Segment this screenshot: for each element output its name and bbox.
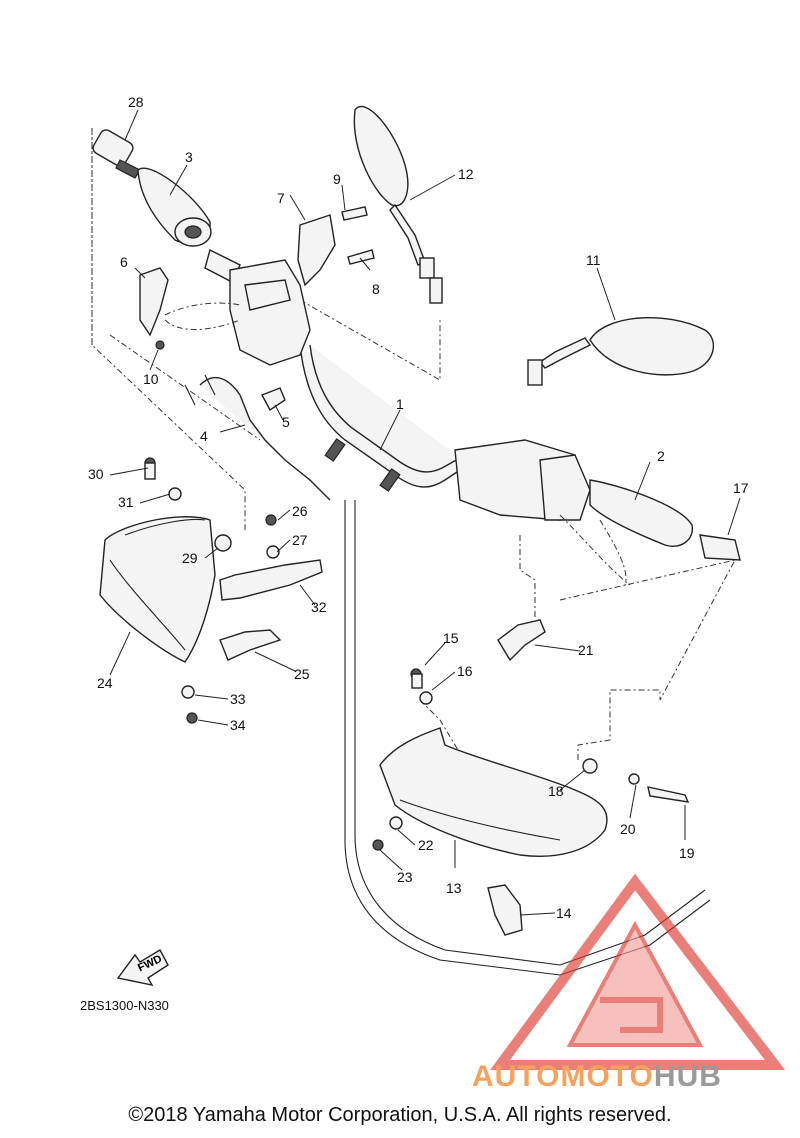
callout-17: 17 xyxy=(733,480,749,496)
diagram-code: 2BS1300-N330 xyxy=(80,998,169,1013)
hand-guard-right xyxy=(372,619,690,936)
right-mirror xyxy=(527,316,715,386)
left-lever-assembly xyxy=(164,259,311,366)
callout-30: 30 xyxy=(88,466,104,482)
clamp-and-bolts xyxy=(297,206,375,287)
callout-15: 15 xyxy=(443,630,459,646)
callout-5: 5 xyxy=(282,414,290,430)
callout-25: 25 xyxy=(294,666,310,682)
callout-numbers: 28 3 6 7 9 8 12 11 10 1 5 4 2 17 30 31 2… xyxy=(88,94,749,921)
callout-9: 9 xyxy=(333,171,341,187)
brand-part-2: HUB xyxy=(653,1060,722,1093)
callout-13: 13 xyxy=(446,880,462,896)
callout-16: 16 xyxy=(457,663,473,679)
handlebar xyxy=(299,344,461,492)
callout-28: 28 xyxy=(128,94,144,110)
callout-31: 31 xyxy=(118,494,134,510)
left-mirror xyxy=(353,105,443,304)
watermark-brand: AUTOMOTOHUB xyxy=(472,1060,722,1094)
callout-33: 33 xyxy=(230,691,246,707)
callout-23: 23 xyxy=(397,869,413,885)
callout-6: 6 xyxy=(120,254,128,270)
callout-1: 1 xyxy=(396,396,404,412)
copyright-notice: ©2018 Yamaha Motor Corporation, U.S.A. A… xyxy=(128,1104,672,1126)
callout-24: 24 xyxy=(97,675,113,691)
callout-26: 26 xyxy=(292,503,308,519)
callout-11: 11 xyxy=(586,252,601,268)
hand-guard-left xyxy=(99,457,323,724)
callout-32: 32 xyxy=(311,599,327,615)
throttle-cable xyxy=(184,374,711,976)
callout-12: 12 xyxy=(458,166,474,182)
callout-3: 3 xyxy=(185,149,193,165)
fwd-arrow-icon: FWD xyxy=(116,949,169,986)
callout-2: 2 xyxy=(657,448,665,464)
callout-10: 10 xyxy=(143,371,159,387)
callout-18: 18 xyxy=(548,783,564,799)
callout-27: 27 xyxy=(292,532,308,548)
guide-lines xyxy=(91,128,736,831)
callout-19: 19 xyxy=(679,845,695,861)
brand-part-1: AUTOMOTO xyxy=(472,1060,654,1093)
leader-lines xyxy=(109,109,741,916)
callout-20: 20 xyxy=(620,821,636,837)
callout-8: 8 xyxy=(372,281,380,297)
left-grip-assembly xyxy=(92,129,241,283)
callout-22: 22 xyxy=(418,837,434,853)
right-grip-assembly xyxy=(454,439,741,586)
callout-14: 14 xyxy=(556,905,572,921)
callout-4: 4 xyxy=(200,428,208,444)
left-holder xyxy=(139,267,169,350)
callout-34: 34 xyxy=(230,717,246,733)
callout-7: 7 xyxy=(277,190,285,206)
callout-29: 29 xyxy=(182,550,198,566)
callout-21: 21 xyxy=(578,642,594,658)
triangle-a-logo-icon xyxy=(490,873,786,1070)
